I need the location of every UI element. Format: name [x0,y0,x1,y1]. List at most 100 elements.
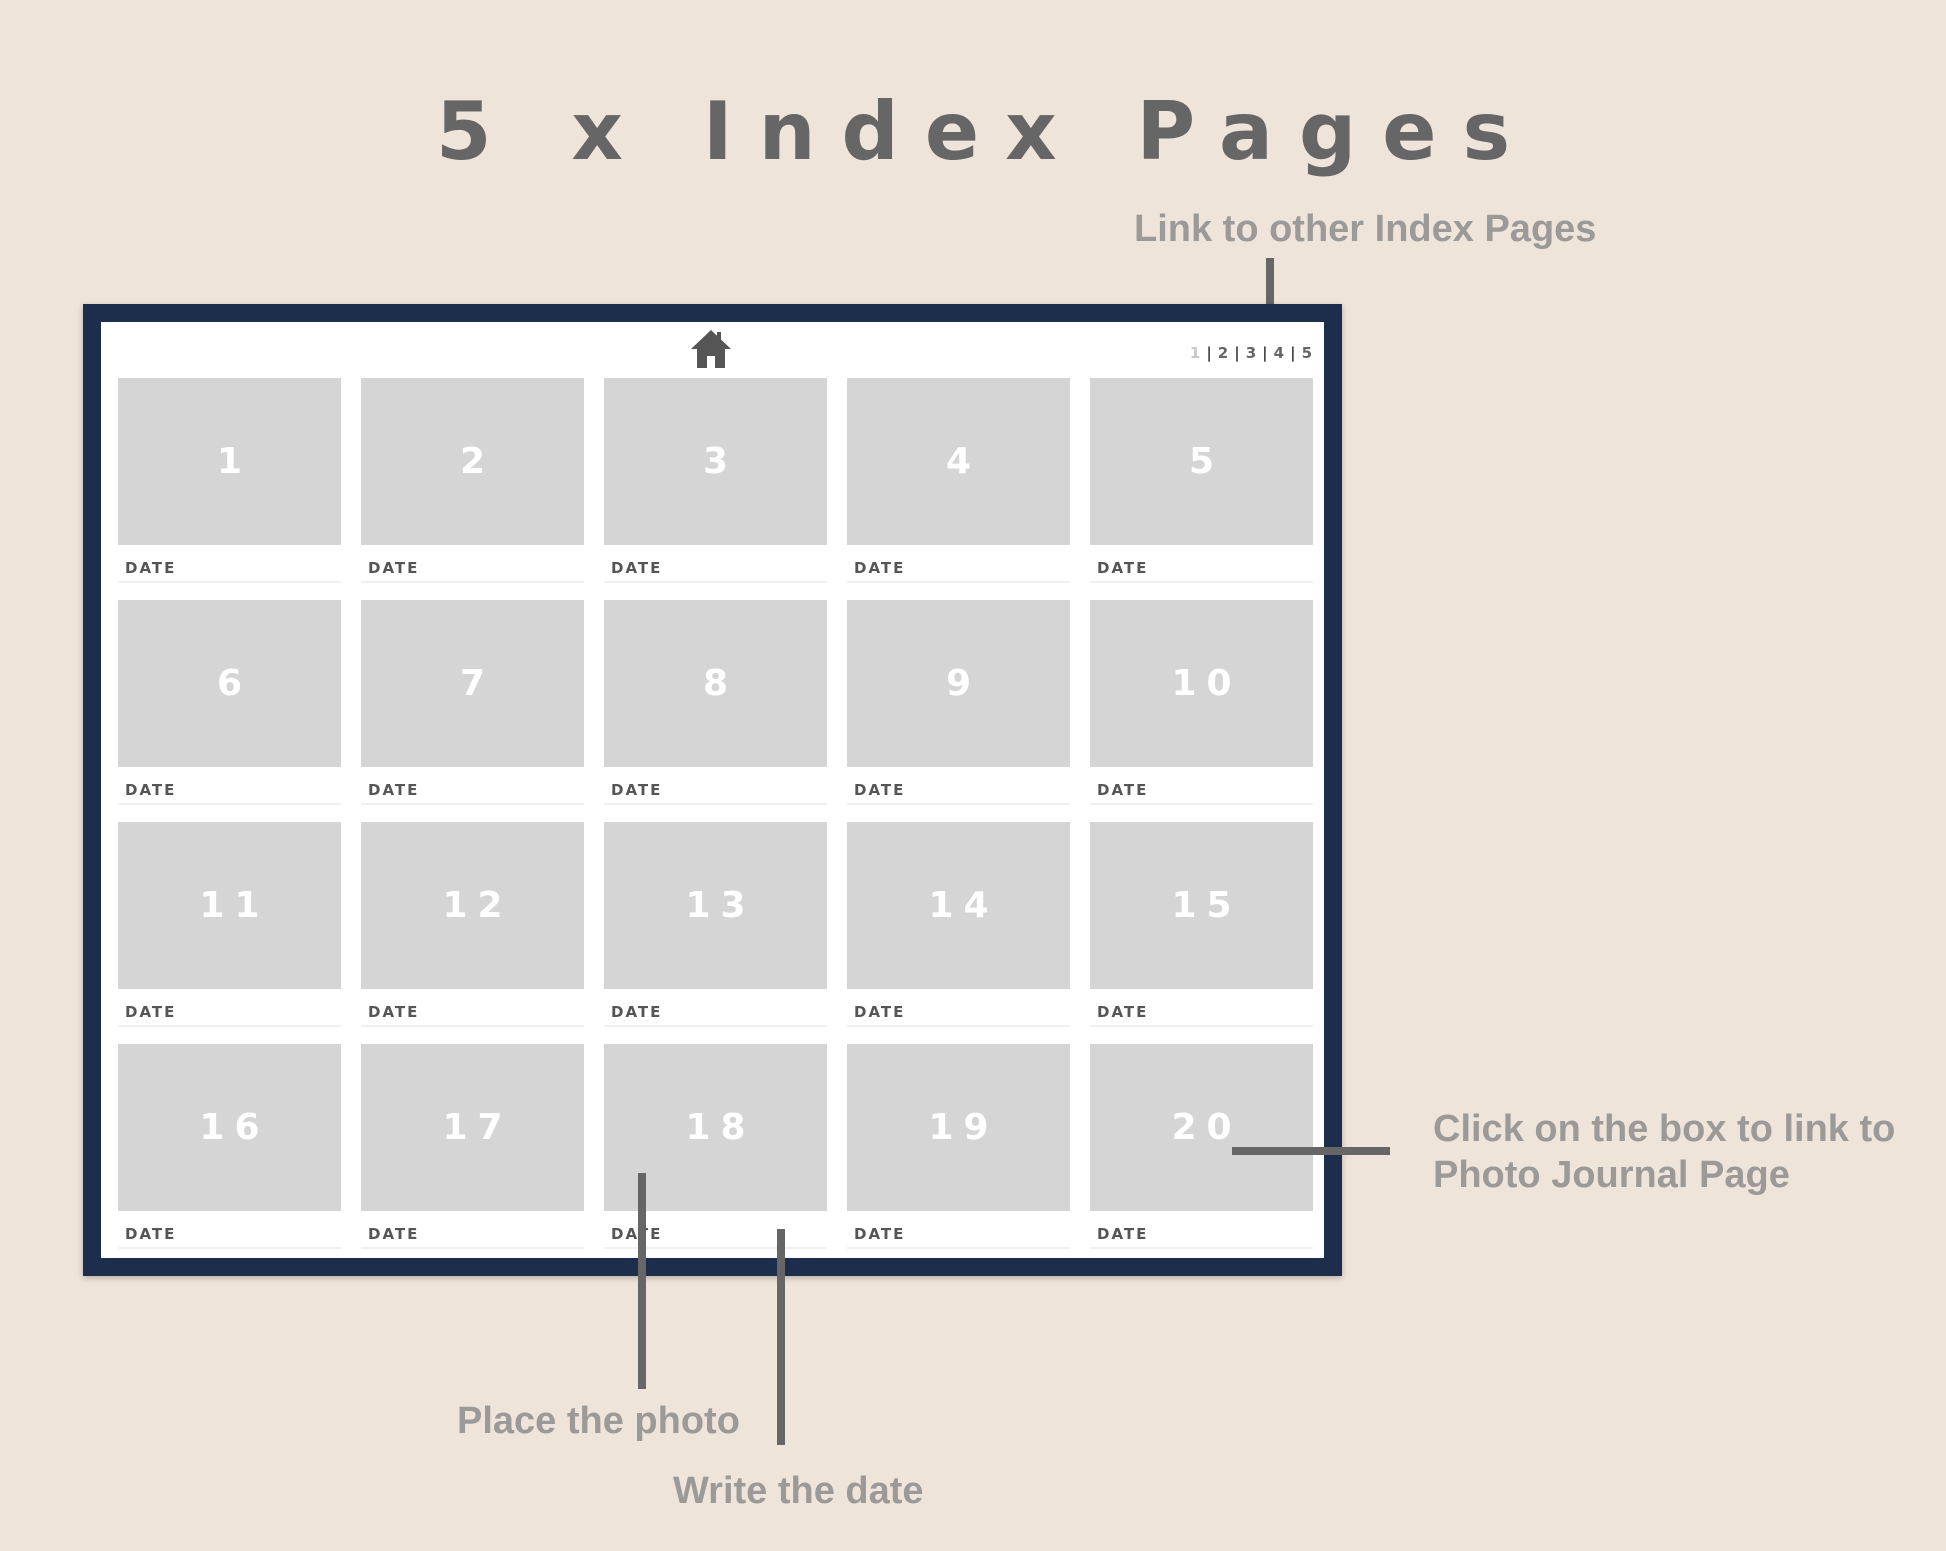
page-nav-separator: | [1206,344,1212,362]
photo-box-number: 1 [216,441,253,482]
photo-box-10[interactable]: 10 [1090,600,1313,767]
date-field-1[interactable]: DATE [118,555,341,583]
index-page-nav: 1|2|3|4|5 [1190,344,1312,362]
photo-box-number: 15 [1171,885,1242,926]
page-nav-link-3[interactable]: 3 [1245,344,1257,362]
date-label: DATE [854,781,906,799]
photo-box-12[interactable]: 12 [361,822,584,989]
home-icon [691,330,731,368]
page-nav-link-4[interactable]: 4 [1273,344,1285,362]
photo-box-8[interactable]: 8 [604,600,827,767]
photo-box-number: 14 [928,885,999,926]
date-label: DATE [125,781,177,799]
photo-box-13[interactable]: 13 [604,822,827,989]
callout-click-box-line2: Photo Journal Page [1433,1154,1790,1196]
photo-box-number: 10 [1171,663,1242,704]
page-title: 5 x Index Pages [435,85,1537,178]
date-label: DATE [611,1003,663,1021]
photo-box-6[interactable]: 6 [118,600,341,767]
date-label: DATE [125,1225,177,1243]
photo-box-14[interactable]: 14 [847,822,1070,989]
photo-box-7[interactable]: 7 [361,600,584,767]
photo-box-number: 17 [442,1107,513,1148]
photo-box-20[interactable]: 20 [1090,1044,1313,1211]
photo-box-4[interactable]: 4 [847,378,1070,545]
date-field-6[interactable]: DATE [118,777,341,805]
photo-box-5[interactable]: 5 [1090,378,1313,545]
photo-box-3[interactable]: 3 [604,378,827,545]
photo-box-number: 8 [702,663,739,704]
leader-line-page-links [1266,258,1274,340]
callout-link-other-index-pages: Link to other Index Pages [1134,208,1597,250]
page-nav-link-1[interactable]: 1 [1189,344,1201,362]
callout-click-box-line1: Click on the box to link to [1433,1108,1896,1150]
date-field-10[interactable]: DATE [1090,777,1313,805]
photo-box-19[interactable]: 19 [847,1044,1070,1211]
date-field-8[interactable]: DATE [604,777,827,805]
date-label: DATE [125,1003,177,1021]
photo-box-number: 18 [685,1107,756,1148]
photo-box-9[interactable]: 9 [847,600,1070,767]
photo-box-15[interactable]: 15 [1090,822,1313,989]
date-label: DATE [1097,1225,1149,1243]
photo-box-11[interactable]: 11 [118,822,341,989]
page-nav-separator: | [1262,344,1268,362]
date-label: DATE [854,1003,906,1021]
callout-click-box: Click on the box to link to Photo Journa… [1433,1106,1895,1198]
date-label: DATE [611,1225,663,1243]
date-field-5[interactable]: DATE [1090,555,1313,583]
date-field-16[interactable]: DATE [118,1221,341,1249]
date-field-7[interactable]: DATE [361,777,584,805]
photo-box-1[interactable]: 1 [118,378,341,545]
leader-line-photo [638,1173,646,1389]
photo-box-2[interactable]: 2 [361,378,584,545]
date-field-13[interactable]: DATE [604,999,827,1027]
date-field-2[interactable]: DATE [361,555,584,583]
page-nav-link-2[interactable]: 2 [1217,344,1229,362]
leader-line-date [777,1229,785,1445]
photo-box-16[interactable]: 16 [118,1044,341,1211]
date-field-9[interactable]: DATE [847,777,1070,805]
date-label: DATE [611,559,663,577]
photo-box-17[interactable]: 17 [361,1044,584,1211]
date-label: DATE [1097,781,1149,799]
date-field-11[interactable]: DATE [118,999,341,1027]
date-field-19[interactable]: DATE [847,1221,1070,1249]
date-label: DATE [125,559,177,577]
date-field-12[interactable]: DATE [361,999,584,1027]
date-field-3[interactable]: DATE [604,555,827,583]
date-field-4[interactable]: DATE [847,555,1070,583]
photo-box-number: 11 [199,885,270,926]
date-field-15[interactable]: DATE [1090,999,1313,1027]
home-button[interactable] [688,326,734,372]
page-nav-separator: | [1234,344,1240,362]
date-field-14[interactable]: DATE [847,999,1070,1027]
photo-box-number: 6 [216,663,253,704]
photo-box-number: 5 [1188,441,1225,482]
photo-box-number: 19 [928,1107,999,1148]
date-field-20[interactable]: DATE [1090,1221,1313,1249]
page-nav-link-5[interactable]: 5 [1301,344,1312,362]
date-field-17[interactable]: DATE [361,1221,584,1249]
date-field-18[interactable]: DATE [604,1221,827,1249]
date-label: DATE [1097,1003,1149,1021]
date-label: DATE [854,559,906,577]
